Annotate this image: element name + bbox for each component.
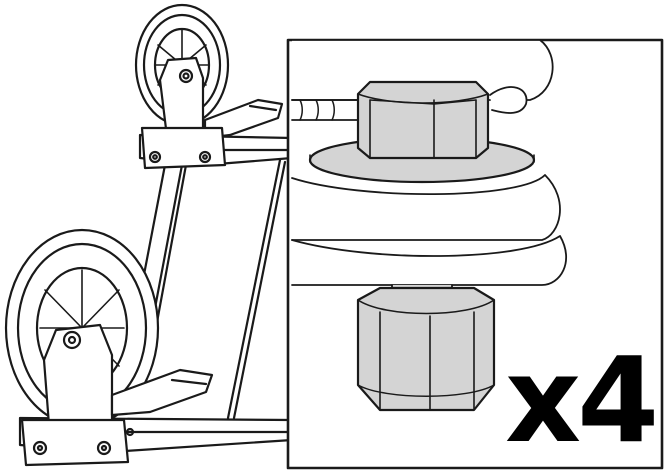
caster-wheel: [134, 3, 284, 170]
flange-nut: [308, 80, 536, 184]
flange-nut: [356, 284, 496, 412]
threaded-bolt: [291, 86, 528, 121]
quantity-label: x4: [505, 331, 659, 469]
caster-wheel: [4, 228, 214, 467]
detail-callout: [286, 38, 664, 470]
